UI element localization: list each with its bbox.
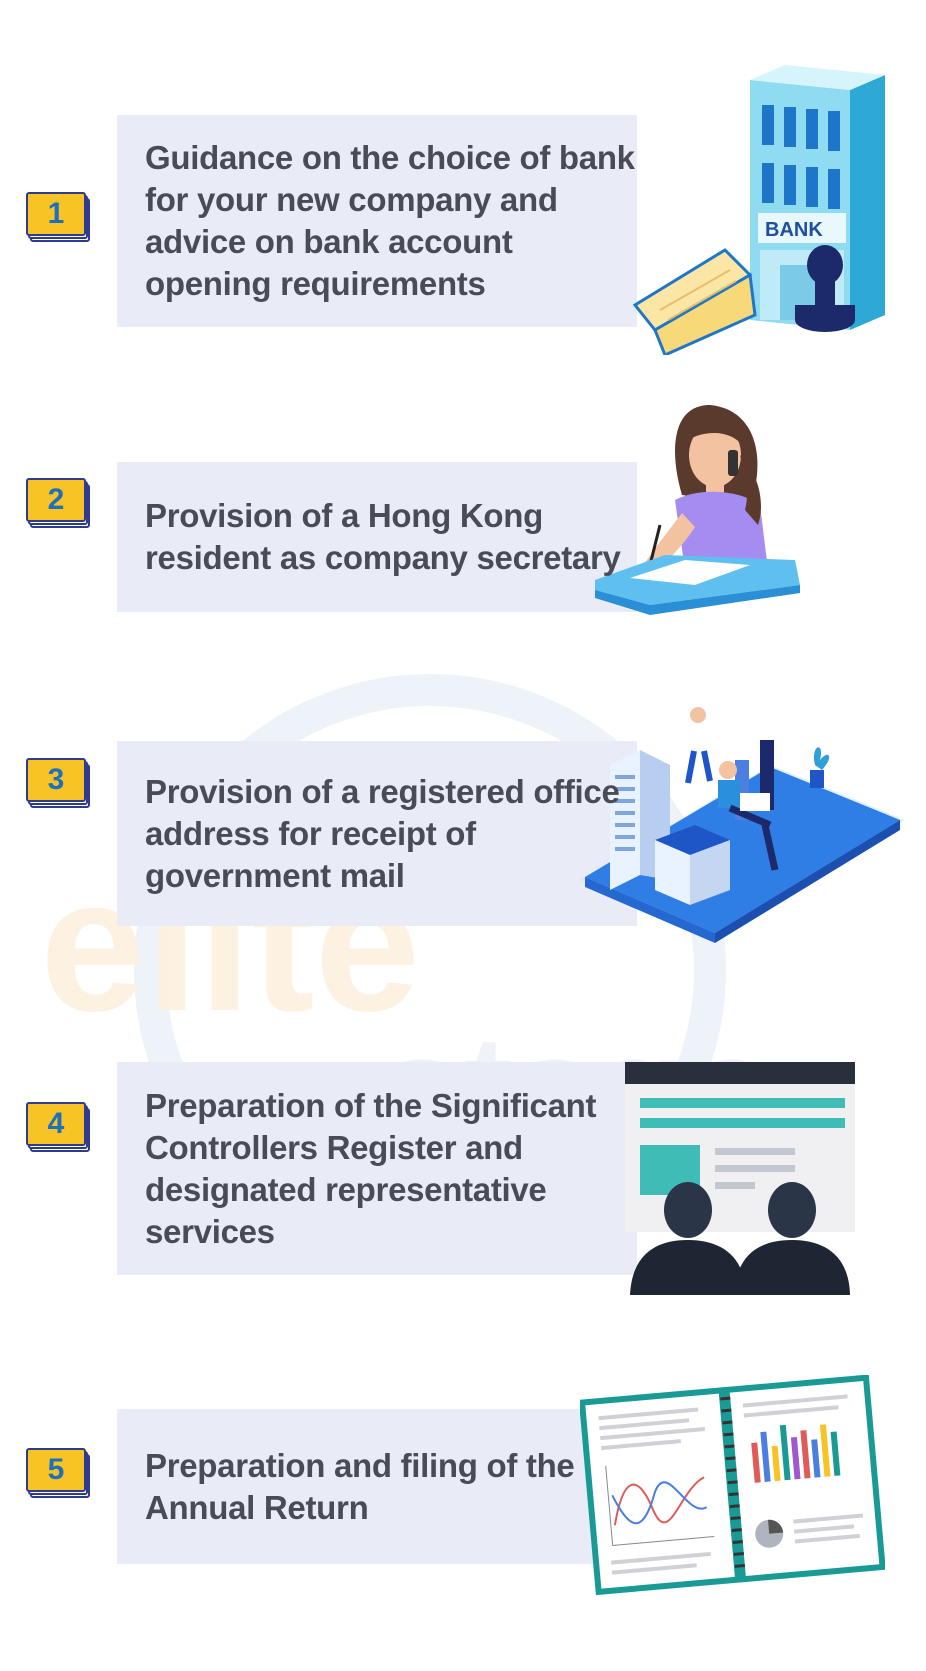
step-number: 5: [26, 1448, 86, 1492]
step-number: 2: [26, 478, 86, 522]
step-text: Guidance on the choice of bank for your …: [145, 139, 635, 302]
bank-sign: BANK: [765, 219, 823, 241]
annual-report-booklet-illustration: [580, 1375, 885, 1596]
presentation-board-illustration: [625, 1062, 855, 1295]
step-card: Guidance on the choice of bank for your …: [117, 115, 637, 327]
step-card: Preparation and filing of the Annual Ret…: [117, 1409, 637, 1564]
step-number-badge: 3: [26, 758, 90, 808]
step-card: Provision of a registered office address…: [117, 741, 637, 926]
step-card: Preparation of the Significant Controlle…: [117, 1062, 637, 1275]
step-number: 3: [26, 758, 86, 802]
step-text: Provision of a Hong Kong resident as com…: [145, 497, 621, 576]
step-number-badge: 4: [26, 1102, 90, 1152]
bank-building-illustration: BANK: [632, 65, 885, 355]
step-number-badge: 1: [26, 192, 90, 242]
step-number: 1: [26, 192, 86, 236]
secretary-woman-illustration: [595, 405, 800, 615]
step-number-badge: 2: [26, 478, 90, 528]
step-number-badge: 5: [26, 1448, 90, 1498]
step-text: Preparation and filing of the Annual Ret…: [145, 1446, 575, 1526]
step-text: Provision of a registered office address…: [145, 772, 620, 894]
step-number: 4: [26, 1102, 86, 1146]
step-text: Preparation of the Significant Controlle…: [145, 1086, 597, 1250]
step-card: Provision of a Hong Kong resident as com…: [117, 462, 637, 612]
